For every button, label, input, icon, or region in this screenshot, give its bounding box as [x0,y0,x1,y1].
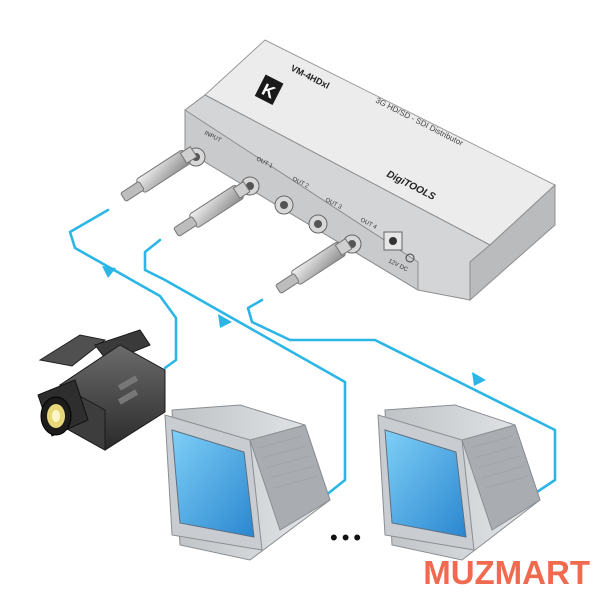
signal-arrows [102,266,486,386]
video-camera-icon [37,329,166,451]
bnc-socket-icon [308,214,328,234]
bnc-plug-out1 [173,180,251,237]
bnc-plug-out4 [275,237,353,294]
arrow-icon [218,314,232,328]
out4-cable [246,298,557,502]
power-symbol-icon [405,253,415,263]
arrow-icon [472,372,486,386]
monitor-icon [377,404,541,561]
bnc-plug-input [120,145,198,202]
bnc-socket-icon [274,195,294,215]
input-cable [68,208,178,370]
signal-cables [68,208,557,502]
arrow-icon [102,266,116,278]
watermark: MUZMART [423,554,590,591]
out1-cable [143,238,347,502]
distributor-device: K VM-4HDxl 3G HD/SD - SDI Distributor Di… [184,39,556,302]
more-outputs-ellipsis: ••• [330,525,365,550]
monitor-icon [164,404,331,561]
logo-icon [254,74,284,106]
power-jack-icon [383,231,403,251]
